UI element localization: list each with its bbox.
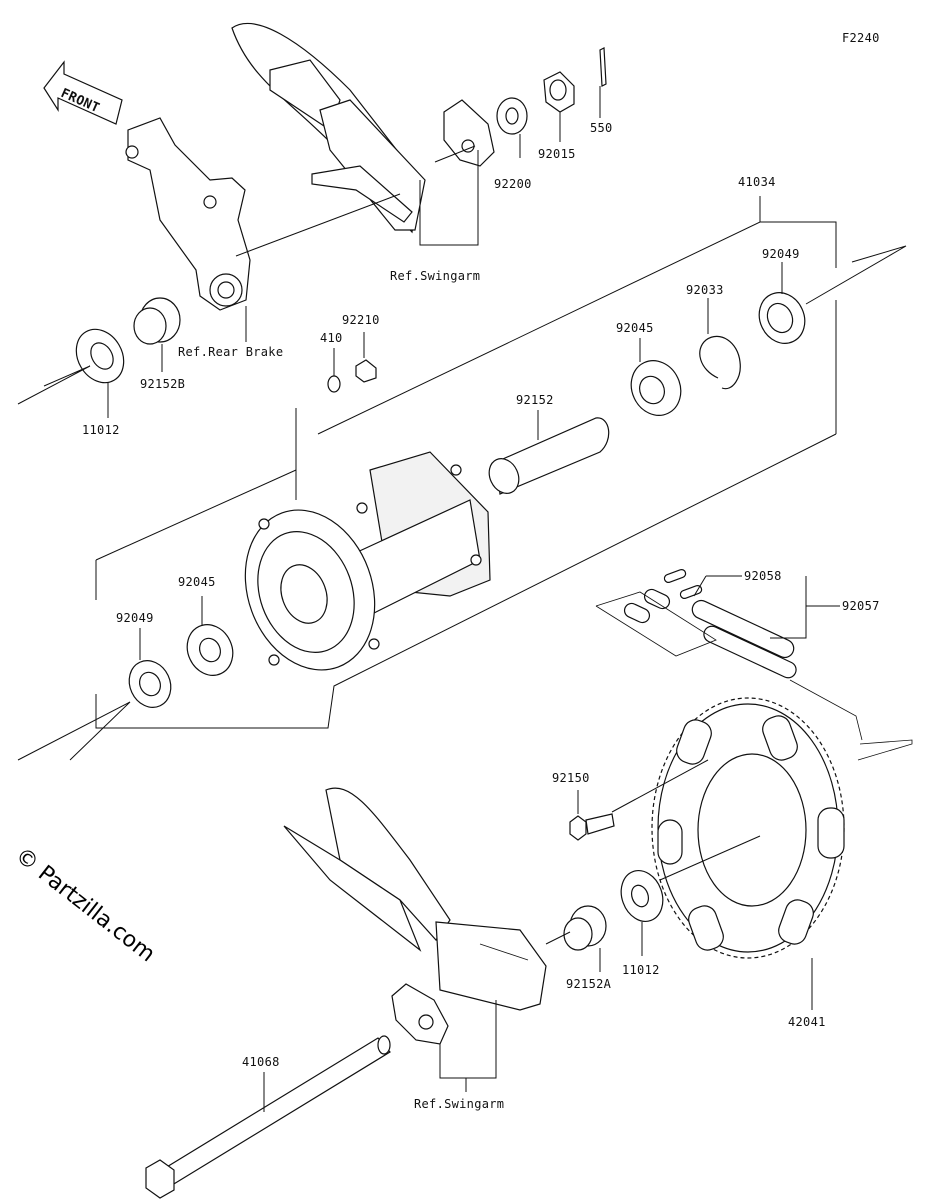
diagram-code: F2240: [842, 31, 880, 45]
rear-hub: [244, 451, 491, 671]
circlip-92033: [699, 335, 741, 390]
nut-92015: [543, 71, 575, 113]
collar-11012-left: [75, 328, 125, 384]
label-ref-swingarm-bottom: Ref.Swingarm: [414, 1097, 504, 1111]
bolt-92150: [569, 813, 615, 841]
chain-adjuster-top: [443, 99, 495, 167]
collar-92152B: [133, 297, 181, 345]
rear-brake-bracket: [125, 117, 251, 311]
chain-adjuster-bottom: [391, 983, 449, 1045]
label-92152B: 92152B: [140, 377, 185, 391]
label-41034: 41034: [738, 175, 776, 189]
front-arrow-icon: FRONT: [43, 60, 123, 125]
drive-chain-92057: [691, 599, 797, 679]
label-92049-bottom: 92049: [116, 611, 154, 625]
label-11012-top: 11012: [82, 423, 120, 437]
label-410: 410: [320, 331, 343, 345]
bearing-92045-top: [630, 360, 682, 416]
collar-92152A: [563, 905, 607, 951]
collar-11012-right: [620, 870, 664, 922]
collar-92210: [355, 359, 377, 383]
swingarm-lower: [283, 787, 547, 1011]
chain-master-link-92058: [623, 569, 703, 624]
washer-92200: [496, 97, 528, 135]
rear-sprocket-42041: [651, 697, 845, 959]
label-92049-top: 92049: [762, 247, 800, 261]
label-42041: 42041: [788, 1015, 826, 1029]
bearing-92045-bottom: [186, 624, 234, 676]
label-92057: 92057: [842, 599, 880, 613]
label-550: 550: [590, 121, 613, 135]
label-ref-swingarm-top: Ref.Swingarm: [390, 269, 480, 283]
label-92200: 92200: [494, 177, 532, 191]
label-92045-top: 92045: [616, 321, 654, 335]
label-ref-rear-brake: Ref.Rear Brake: [178, 345, 283, 359]
label-92033: 92033: [686, 283, 724, 297]
cotter-pin-550: [599, 47, 607, 87]
swingarm-upper: [231, 23, 426, 234]
label-92058: 92058: [744, 569, 782, 583]
watermark: © Partzilla.com: [10, 843, 159, 967]
label-41068: 41068: [242, 1055, 280, 1069]
axle-41068: [145, 1035, 391, 1199]
label-92045-bottom: 92045: [178, 575, 216, 589]
oil-seal-92049-top: [758, 292, 806, 344]
label-92015: 92015: [538, 147, 576, 161]
oil-seal-92049-bottom: [128, 660, 172, 708]
label-11012-bottom: 11012: [622, 963, 660, 977]
label-92150: 92150: [552, 771, 590, 785]
label-92152: 92152: [516, 393, 554, 407]
label-92210: 92210: [342, 313, 380, 327]
spacer-92152: [488, 417, 610, 495]
washer-410: [327, 375, 341, 393]
label-92152A: 92152A: [566, 977, 612, 991]
